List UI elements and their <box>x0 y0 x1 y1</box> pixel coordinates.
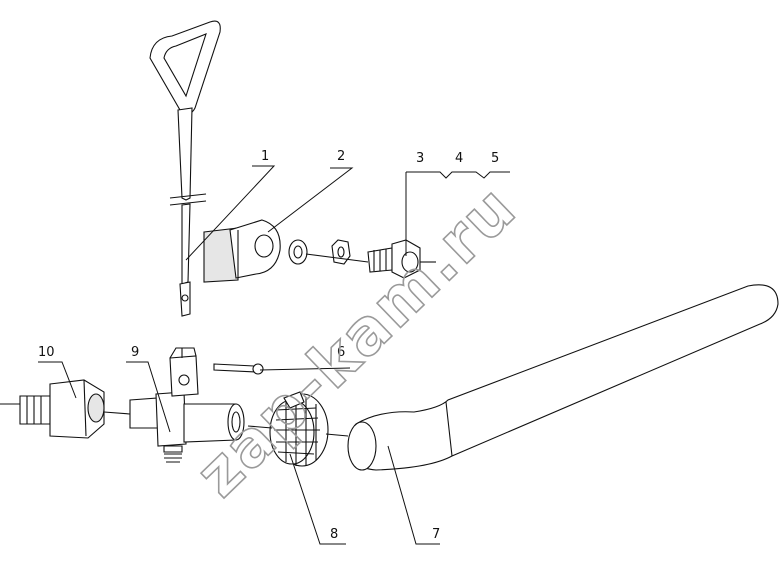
callout-labels: 1 2 3 4 5 6 7 8 9 10 <box>38 149 499 542</box>
part-8-hose-clamp <box>247 391 329 467</box>
part-6-pin <box>213 363 264 375</box>
part-5-fitting <box>367 239 436 279</box>
callout-6: 6 <box>337 345 345 360</box>
part-3-washer <box>288 239 308 265</box>
part-10-adapter <box>0 379 105 439</box>
assembly-axis-upper <box>305 253 369 263</box>
callout-1: 1 <box>261 149 269 164</box>
callout-9: 9 <box>131 345 139 360</box>
callout-8: 8 <box>330 527 338 542</box>
leader-lines <box>38 165 510 545</box>
callout-10: 10 <box>38 345 55 360</box>
part-9-tap-body <box>129 347 245 463</box>
part-1-handle <box>149 20 221 317</box>
callout-5: 5 <box>491 151 499 166</box>
part-4-nut <box>331 239 351 265</box>
callout-2: 2 <box>337 149 345 164</box>
assembly-axis-left <box>103 411 131 415</box>
callout-3: 3 <box>416 151 424 166</box>
part-7-hose <box>325 284 779 471</box>
callout-7: 7 <box>432 527 440 542</box>
part-2-lever-bracket <box>203 219 281 283</box>
callout-4: 4 <box>455 151 463 166</box>
